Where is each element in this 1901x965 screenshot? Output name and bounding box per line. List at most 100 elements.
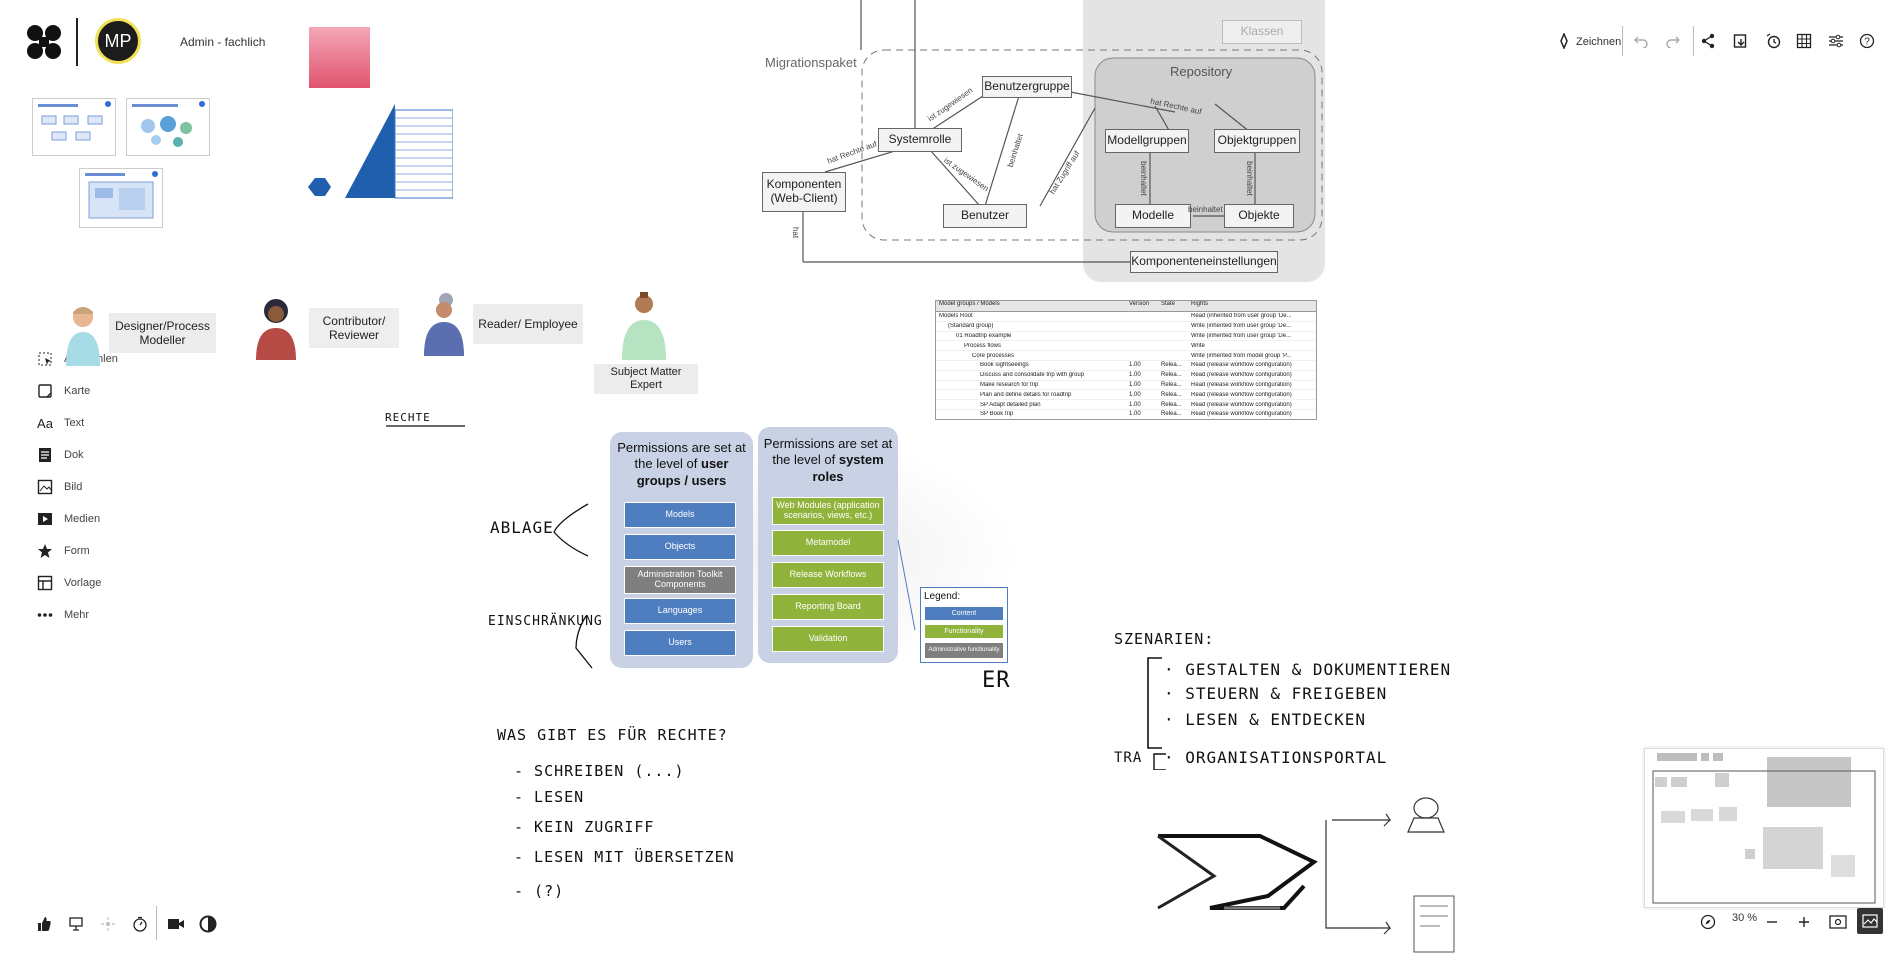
svg-text:?: ? — [1864, 37, 1870, 48]
perm-item-models[interactable]: Models — [624, 502, 736, 528]
diagram-box-object-groups[interactable]: Objektgruppen — [1214, 129, 1300, 153]
minimap[interactable] — [1644, 748, 1884, 908]
fit-view-icon[interactable] — [1826, 910, 1850, 934]
handwriting-right-item[interactable]: - (?) — [514, 882, 565, 900]
perm-item-languages[interactable]: Languages — [624, 598, 736, 624]
tool-media[interactable]: Medien — [36, 508, 100, 530]
handwriting-scenarios-title[interactable]: SZENARIEN: — [1114, 630, 1215, 648]
handwriting-ablage[interactable]: ABLAGE — [490, 518, 554, 537]
diagram-box-model-groups[interactable]: Modellgruppen — [1105, 129, 1189, 153]
pyramid-graphic[interactable] — [305, 100, 453, 200]
handwriting-question[interactable]: WAS GIBT ES FÜR RECHTE? — [497, 726, 728, 744]
role-label-reader[interactable]: Reader/ Employee — [473, 304, 583, 344]
handwriting-er[interactable]: ER — [982, 668, 1011, 693]
video-camera-icon[interactable] — [164, 912, 188, 936]
column-header: State — [1161, 301, 1176, 307]
handwriting-right-item[interactable]: - LESEN MIT ÜBERSETZEN — [514, 848, 735, 866]
pink-sticky-note[interactable] — [309, 27, 370, 88]
laser-pointer-icon[interactable] — [96, 912, 120, 936]
thumbs-up-icon[interactable] — [32, 912, 56, 936]
slide-thumbnail[interactable] — [126, 98, 210, 156]
app-logo-icon[interactable] — [26, 24, 62, 60]
role-label-contributor[interactable]: Contributor/ Reviewer — [309, 308, 399, 348]
role-label-sme[interactable]: Subject Matter Expert — [594, 364, 698, 394]
timer-icon[interactable] — [1762, 30, 1784, 52]
diagram-box-component-settings[interactable]: Komponenteneinstellungen — [1130, 251, 1278, 273]
contrast-icon[interactable] — [196, 912, 220, 936]
tool-image[interactable]: Bild — [36, 476, 82, 498]
tool-more[interactable]: Mehr — [36, 604, 89, 626]
handwriting-right-item[interactable]: - SCHREIBEN (...) — [514, 762, 685, 780]
cell-version: 1.00 — [1129, 381, 1141, 388]
zoom-level[interactable]: 30 % — [1732, 912, 1758, 924]
handwriting-right-item[interactable]: - KEIN ZUGRIFF — [514, 818, 655, 836]
handwriting-scenario[interactable]: · GESTALTEN & DOKUMENTIEREN — [1164, 660, 1452, 679]
pen-icon[interactable] — [1553, 30, 1575, 52]
presentation-icon[interactable] — [64, 912, 88, 936]
perm-item-admin-toolkit[interactable]: Administration Toolkit Components — [624, 566, 736, 594]
share-icon[interactable] — [1697, 30, 1719, 52]
stopwatch-icon[interactable] — [128, 912, 152, 936]
handwriting-portal[interactable]: · ORGANISATIONSPORTAL — [1164, 748, 1388, 767]
diagram-box-models[interactable]: Modelle — [1115, 204, 1191, 228]
export-icon[interactable] — [1730, 30, 1752, 52]
tool-doc[interactable]: Dok — [36, 444, 84, 466]
perm-item-users[interactable]: Users — [624, 630, 736, 656]
diagram-box-user-group[interactable]: Benutzergruppe — [982, 76, 1072, 98]
legend-title: Legend: — [924, 591, 961, 602]
tool-card[interactable]: Karte — [36, 380, 90, 402]
rights-table[interactable]: Model groups / Models Version State Righ… — [935, 300, 1317, 420]
board-title[interactable]: Admin - fachlich — [180, 35, 266, 49]
settings-sliders-icon[interactable] — [1825, 30, 1847, 52]
role-label-designer[interactable]: Designer/Process Modeller — [109, 313, 216, 353]
tool-label: Bild — [64, 481, 83, 493]
slide-thumbnail[interactable] — [79, 168, 163, 228]
compass-icon[interactable] — [1696, 910, 1720, 934]
perm-item-web-modules[interactable]: Web Modules (application scenarios, view… — [772, 497, 884, 525]
handwriting-portal-prefix[interactable]: TRA — [1114, 750, 1143, 766]
diagram-box-classes[interactable]: Klassen — [1222, 20, 1302, 44]
help-icon[interactable]: ? — [1856, 30, 1878, 52]
zoom-in-icon[interactable] — [1792, 910, 1816, 934]
handwriting-scenario[interactable]: · STEUERN & FREIGEBEN — [1164, 684, 1388, 703]
user-avatar[interactable]: MP — [95, 18, 141, 64]
table-row[interactable]: (Standard group)Write (inherited from us… — [936, 322, 1316, 332]
tool-text[interactable]: Aa Text — [36, 412, 84, 434]
cell-version: 1.00 — [1129, 372, 1141, 379]
diagram-box-user[interactable]: Benutzer — [943, 204, 1027, 228]
draw-label[interactable]: Zeichnen — [1576, 36, 1622, 48]
undo-icon[interactable] — [1630, 30, 1652, 52]
panel-title-bold: user groups / users — [636, 456, 729, 488]
perm-item-reporting-board[interactable]: Reporting Board — [772, 594, 884, 620]
handwriting-right-item[interactable]: - LESEN — [514, 788, 585, 806]
perm-item-metamodel[interactable]: Metamodel — [772, 530, 884, 556]
diagram-box-components[interactable]: Komponenten (Web-Client) — [762, 172, 846, 212]
redo-icon[interactable] — [1662, 30, 1684, 52]
tool-template[interactable]: Vorlage — [36, 572, 101, 594]
perm-item-validation[interactable]: Validation — [772, 626, 884, 652]
zoom-out-icon[interactable] — [1760, 910, 1784, 934]
perm-item-release-workflows[interactable]: Release Workflows — [772, 562, 884, 588]
tool-shape[interactable]: Form — [36, 540, 90, 562]
diagram-box-system-role[interactable]: Systemrolle — [878, 128, 962, 152]
sigma-sketch[interactable] — [1150, 790, 1470, 960]
handwriting-scenario[interactable]: · LESEN & ENTDECKEN — [1164, 710, 1367, 729]
slide-thumbnail[interactable] — [32, 98, 116, 156]
handwriting-rechte[interactable]: RECHTE — [385, 411, 431, 424]
minimap-toggle-icon[interactable] — [1857, 908, 1883, 934]
panel-title-bold: system roles — [812, 452, 884, 484]
handwriting-einschraenkung[interactable]: EINSCHRÄNKUNG — [488, 614, 603, 629]
grid-icon[interactable] — [1793, 30, 1815, 52]
perm-item-objects[interactable]: Objects — [624, 534, 736, 560]
diagram-box-objects[interactable]: Objekte — [1224, 204, 1294, 228]
